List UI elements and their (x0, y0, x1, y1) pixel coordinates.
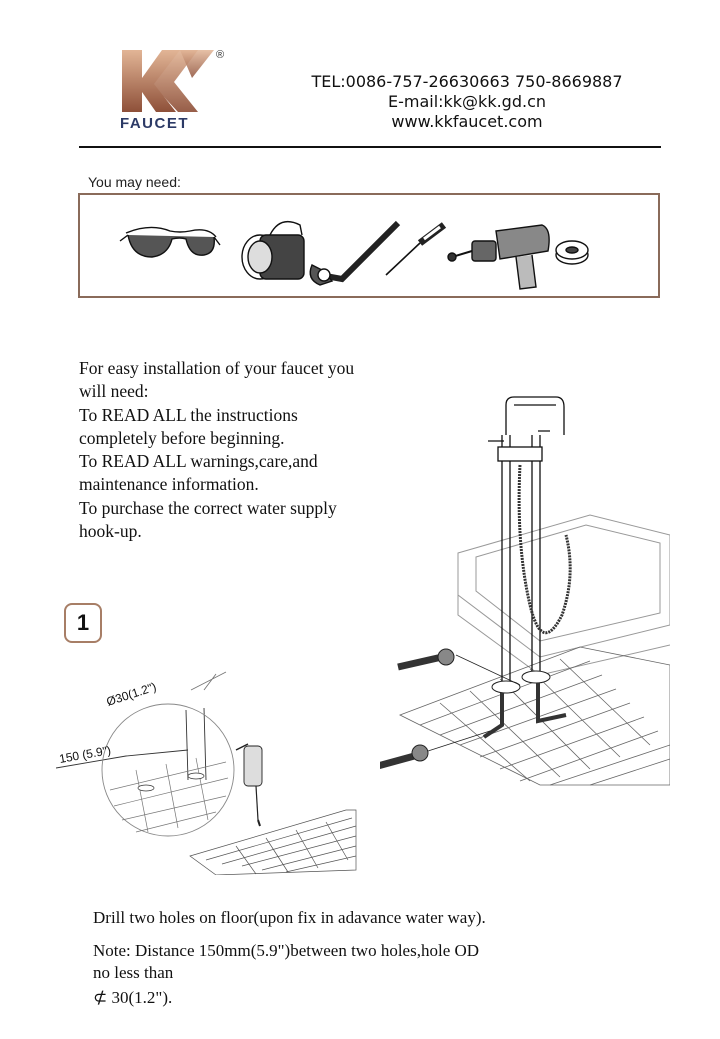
contact-tel: TEL:0086-757-26630663 750-8669887 (311, 72, 623, 91)
intro-line: hook-up. (79, 521, 142, 542)
intro-line: maintenance information. (79, 474, 259, 495)
distance-dimension-line (56, 749, 189, 769)
step-note-line: no less than (93, 963, 174, 982)
adjustable-wrench-icon (309, 220, 401, 286)
hole-distance-label: 150 (5.9") (58, 743, 112, 766)
step-note-line: ⊄ 30(1.2"). (93, 988, 173, 1007)
contact-block: TEL:0086-757-26630663 750-8669887 E-mail… (300, 72, 634, 132)
plumber-tape-icon (555, 240, 589, 265)
tools-box (78, 193, 660, 298)
hammer-drill-icon (235, 743, 263, 827)
power-drill-icon (447, 224, 550, 290)
screwdriver-icon (385, 222, 447, 276)
safety-glasses-icon (119, 226, 221, 258)
registered-mark: ® (216, 49, 224, 61)
step-instruction: Drill two holes on floor(upon fix in ada… (93, 908, 486, 927)
header-divider (79, 146, 661, 148)
floor-tile-grid (189, 809, 357, 875)
contact-email: E-mail:kk@kk.gd.cn (387, 92, 547, 111)
hand-shower-hose (517, 464, 572, 635)
step-number-badge: 1 (64, 603, 102, 643)
faucet-base (482, 670, 567, 739)
hole-diameter-label: Ø30(1.2") (105, 680, 158, 709)
intro-line: To purchase the correct water supply (79, 497, 337, 518)
contact-website: www.kkfaucet.com (391, 112, 543, 131)
installation-intro: For easy installation of your faucet you… (79, 357, 409, 543)
kk-faucet-logo: ® FAUCET (120, 49, 224, 132)
faucet-risers (488, 396, 565, 685)
wrench-icon (397, 648, 521, 686)
flashlight-icon (241, 221, 305, 280)
magnifier-circle (101, 703, 235, 837)
floor-tiles (399, 646, 670, 786)
wrench-icon (380, 730, 491, 769)
logo-mark (122, 50, 214, 112)
intro-line: completely before beginning. (79, 427, 285, 448)
step-note-line: Note: Distance 150mm(5.9")between two ho… (93, 941, 480, 960)
intro-line: For easy installation of your faucet you (79, 358, 355, 378)
drilling-diagram: Ø30(1.2") 150 (5.9") (56, 671, 357, 875)
freestanding-faucet-illustration (380, 396, 670, 786)
tools-label: You may need: (88, 174, 181, 190)
bathtub-outline (457, 514, 670, 676)
hole-dimension-lines (185, 707, 207, 781)
intro-line: To READ ALL warnings,care,and (79, 451, 318, 472)
intro-line: To READ ALL the instructions (79, 404, 298, 425)
intro-line: will need: (79, 381, 149, 402)
logo-wordmark: FAUCET (120, 115, 189, 132)
